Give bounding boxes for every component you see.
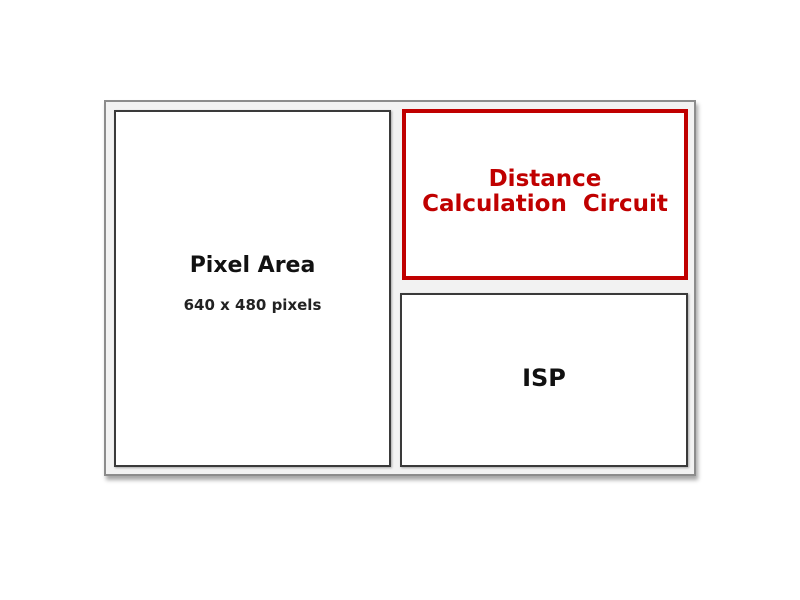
isp-block: ISP xyxy=(400,293,688,467)
isp-title: ISP xyxy=(522,363,566,392)
distance-calculation-circuit-block: Distance Calculation Circuit xyxy=(402,109,688,280)
distance-circuit-label-line1: Distance xyxy=(488,166,602,193)
pixel-area-title: Pixel Area xyxy=(189,253,316,279)
distance-circuit-label-line2: Calculation Circuit xyxy=(422,190,668,217)
pixel-area-resolution: 640 x 480 pixels xyxy=(183,295,322,314)
pixel-area-block: Pixel Area 640 x 480 pixels xyxy=(114,110,391,467)
